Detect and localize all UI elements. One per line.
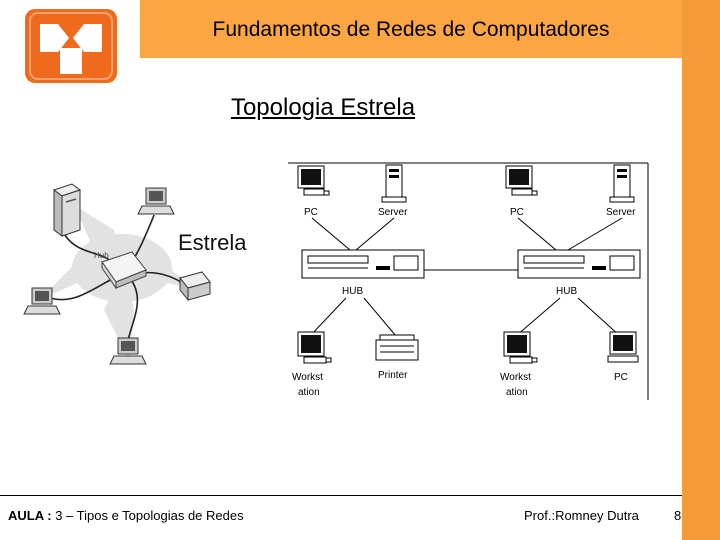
workstation-icon-left (23, 287, 61, 315)
bottom-label-4a: PC (614, 372, 628, 383)
top-label-3: PC (510, 207, 524, 218)
workstation-icon-top (137, 187, 175, 215)
bottom-label-3a: Workst (500, 372, 531, 383)
footer-lesson-title: 3 – Tipos e Topologias de Redes (55, 508, 244, 523)
right-accent-strip (682, 0, 720, 540)
pc-icon-3 (607, 331, 639, 363)
top-label-2: Server (378, 207, 408, 218)
footer-author: Prof.:Romney Dutra (524, 508, 639, 523)
printer-device-icon (375, 334, 419, 361)
footer-aula-label: AULA : (8, 508, 52, 523)
bottom-label-2a: Printer (378, 370, 408, 381)
workstation-icon-1 (297, 331, 332, 364)
header-band (140, 0, 682, 58)
hub-device-2 (517, 249, 641, 279)
logo-icon (25, 9, 117, 83)
hub-label: Hub (94, 251, 109, 260)
bottom-label-3b: ation (506, 387, 528, 398)
server-icon-2 (609, 164, 635, 203)
pc-icon-2 (505, 165, 538, 196)
pc-icon-1 (297, 165, 330, 196)
hub-label-1: HUB (342, 286, 363, 297)
bottom-label-1a: Workst (292, 372, 323, 383)
top-label-1: PC (304, 207, 318, 218)
hub-icon (101, 251, 147, 290)
workstation-icon-2 (503, 331, 538, 364)
footer-divider (0, 495, 682, 496)
two-hub-network-diagram: PC Server PC Server HUB HUB (288, 162, 649, 400)
workstation-icon-bottom (109, 337, 147, 365)
page-number: 8 (674, 508, 682, 523)
star-topology-illustration: Hub Estrela (23, 183, 247, 365)
top-label-4: Server (606, 207, 636, 218)
hub-label-2: HUB (556, 286, 577, 297)
slide-title: Topologia Estrela (230, 94, 416, 121)
links (309, 217, 623, 337)
diagram-frame (288, 162, 649, 400)
bottom-label-1b: ation (298, 387, 320, 398)
hub-device-1 (301, 249, 425, 279)
printer-icon (179, 271, 211, 302)
server-icon-1 (381, 164, 407, 203)
footer-lesson: AULA : 3 – Tipos e Topologias de Redes (8, 508, 244, 523)
star-diagram-title: Estrela (178, 230, 247, 255)
header-title: Fundamentos de Redes de Computadores (212, 18, 610, 41)
server-tower-icon (52, 183, 82, 237)
